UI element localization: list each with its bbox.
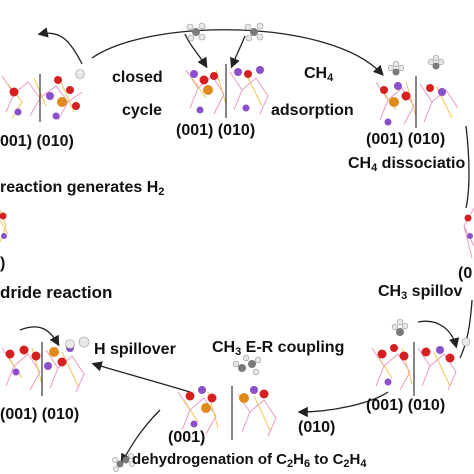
label-h-spillover: H spillover <box>94 341 176 358</box>
cluster-left-edge <box>0 209 9 243</box>
label-bottom-001: (001) <box>168 429 206 446</box>
arrow-mid-to-left <box>91 361 191 393</box>
label-left-paren: ) <box>0 255 6 272</box>
arrow-h-spill <box>19 326 60 347</box>
label-reaction-h2: reaction generates H2 <box>0 179 165 198</box>
cluster-top-center <box>185 64 269 118</box>
label-closed: closed <box>112 69 163 86</box>
cluster-top-left <box>1 69 85 122</box>
cluster-bottom-right <box>371 318 471 396</box>
label-cycle: cycle <box>122 102 163 119</box>
cluster-right-edge <box>463 207 474 259</box>
arrow-right-down <box>465 125 470 209</box>
ethylene-molecule <box>112 453 135 472</box>
label-top-facets: (001) (010) <box>176 122 256 139</box>
label-bottomleft-facets: (001) (010) <box>0 406 80 423</box>
cycle-arrows <box>19 27 473 465</box>
arrow-bottom-to-mid <box>297 391 389 418</box>
ch4-molecules-top <box>186 22 264 42</box>
label-right-paren: (0 <box>458 265 473 282</box>
label-ch4-dissociation: CH4 dissociatio <box>348 155 466 174</box>
label-hydride-reaction: dride reaction <box>0 283 113 302</box>
label-adsorption: adsorption <box>271 102 354 119</box>
arrow-top-pickup <box>184 33 208 69</box>
arrow-top-pickup-2 <box>230 35 246 69</box>
label-bottomright-facets: (001) (010) <box>366 397 446 414</box>
label-topleft-facets: 001) (010) <box>0 133 74 150</box>
cluster-top-right <box>375 54 459 128</box>
label-dehydrogenation: dehydrogenation of C2H6 to C2H4 <box>132 451 367 470</box>
label-topright-facets: (001) (010) <box>366 131 446 148</box>
arrow-spill-right <box>417 320 460 349</box>
label-bottom-010: (010) <box>298 419 336 436</box>
label-ch3-er-coupling: CH3 E-R coupling <box>212 339 345 358</box>
label-ch3-spillover: CH3 spillov <box>378 283 463 302</box>
arrow-top-to-topright <box>91 29 384 76</box>
cluster-bottom-middle <box>177 354 277 440</box>
cluster-bottom-left <box>1 336 90 396</box>
arrow-return-top-left <box>37 27 83 65</box>
label-ch4: CH4 <box>304 65 334 84</box>
arrow-right-lower <box>459 299 473 359</box>
